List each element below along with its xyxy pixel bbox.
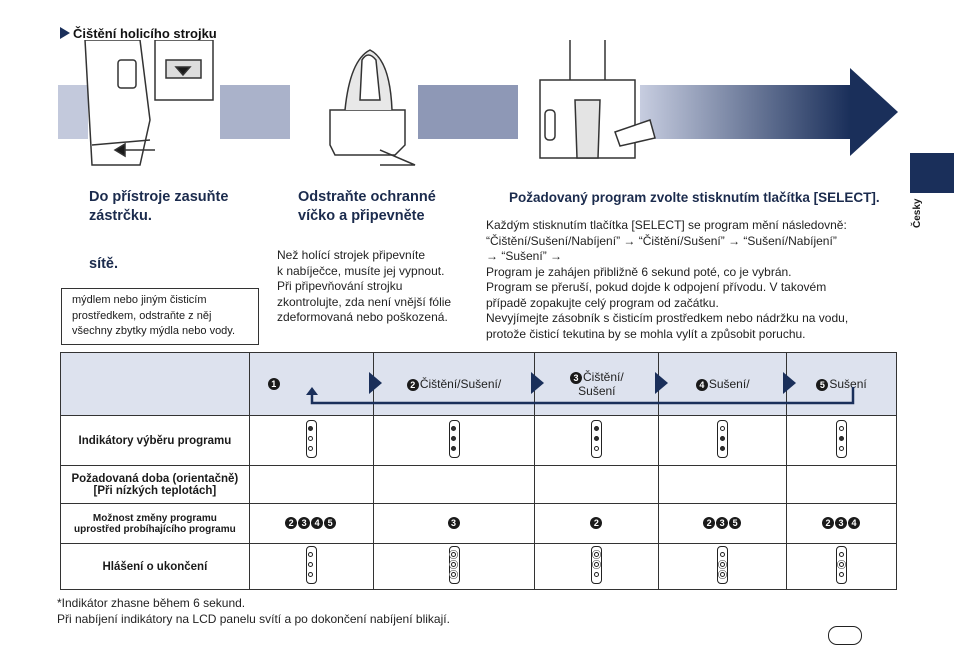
arrow-right-icon (783, 372, 796, 394)
step3-title: Požadovaný program zvolte stisknutím tla… (509, 190, 880, 205)
loop-back-arrow-icon (306, 387, 855, 405)
step2-title: Odstraňte ochranné víčko a připevněte (298, 189, 436, 224)
footnote-2: Při nabíjení indikátory na LCD panelu sv… (57, 612, 450, 626)
indicator-icon (591, 420, 603, 458)
indicator-icon (591, 546, 603, 584)
arrow-right-icon (531, 372, 544, 394)
table-row: Hlášení o ukončení (60, 543, 897, 590)
table-row: Požadovaná doba (orientačně)[Při nízkých… (60, 465, 897, 504)
indicator-icon (717, 546, 729, 584)
step1-note-box: mýdlem nebo jiným čisticím prostředkem, … (61, 288, 259, 345)
footnote-1: *Indikátor zhasne během 6 sekund. (57, 596, 246, 610)
select-illustration (539, 40, 656, 159)
indicator-icon (448, 420, 460, 458)
indicator-icon (836, 420, 848, 458)
step1-title: Do přístroje zasuňte zástrčku. (89, 189, 229, 224)
step3-body: Každým stisknutím tlačítka [SELECT] se p… (486, 218, 849, 341)
step2-body: Než holící strojek připevníte k nabíječc… (277, 248, 452, 324)
arrow-right-icon (369, 372, 382, 394)
indicator-icon (305, 546, 317, 584)
row-label-indicators: Indikátory výběru programu (60, 415, 250, 466)
row-label-duration: Požadovaná doba (orientačně)[Při nízkých… (60, 465, 250, 504)
language-label: Česky (912, 198, 923, 228)
triangle-bullet-icon (60, 27, 70, 39)
indicator-icon (448, 546, 460, 584)
charger-illustration (329, 49, 416, 166)
indicator-icon (305, 420, 317, 458)
row-label-end: Hlášení o ukončení (60, 543, 250, 590)
header-program-1: 1 (248, 352, 374, 416)
page-number-oval (828, 626, 862, 645)
arrow-right-icon (655, 372, 668, 394)
language-tab (910, 153, 954, 193)
illustration-band (58, 40, 898, 166)
table-row: Indikátory výběru programu (60, 415, 897, 466)
header-empty (60, 352, 250, 416)
indicator-icon (836, 546, 848, 584)
section-title: Čištění holicího strojku (60, 26, 217, 41)
plug-illustration (84, 40, 214, 166)
indicator-icon (717, 420, 729, 458)
step1-title-cont: sítě. (89, 256, 119, 272)
